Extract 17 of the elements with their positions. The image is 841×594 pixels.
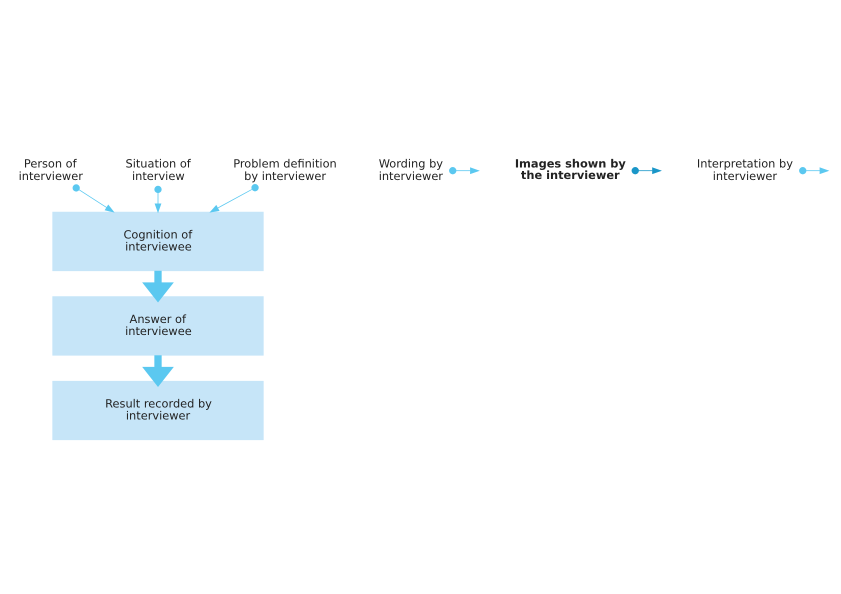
node-text: Interpretation by interviewer xyxy=(696,156,793,182)
node-text: Person of interviewer xyxy=(18,156,83,182)
arrow xyxy=(638,166,662,174)
arrow xyxy=(142,354,174,386)
arrow xyxy=(209,184,259,212)
arrow xyxy=(72,184,115,212)
node-text: Situation of interview xyxy=(125,156,191,182)
arrow xyxy=(142,270,174,302)
arrow xyxy=(154,185,162,213)
node-box: Cognition of interviewee xyxy=(52,211,264,271)
node-box: Answer of interviewee xyxy=(52,296,264,356)
node-text: Problem definition by interviewer xyxy=(233,156,337,182)
node-text: Wording by interviewer xyxy=(378,156,444,182)
node-text: Images shown by the interviewer xyxy=(514,156,626,182)
arrow xyxy=(806,166,830,174)
node-box: Result recorded by interviewer xyxy=(52,380,264,440)
arrow xyxy=(456,166,480,174)
